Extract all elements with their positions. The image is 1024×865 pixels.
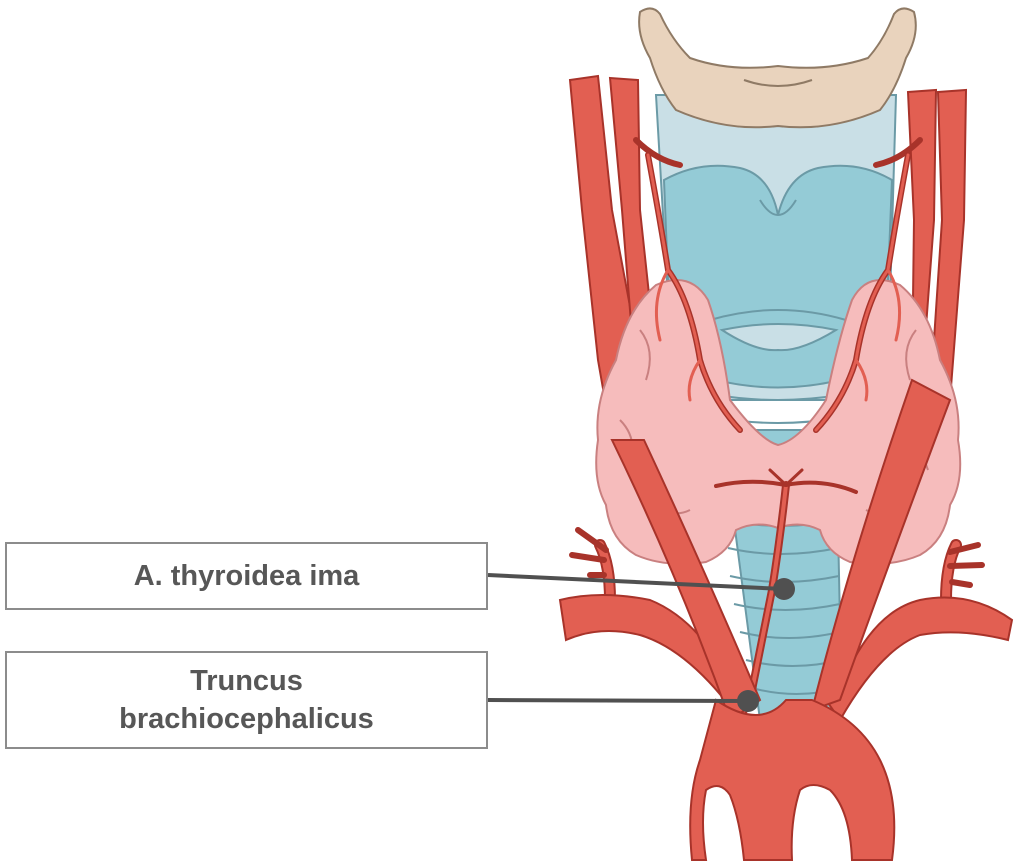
leader-lines — [487, 573, 795, 712]
label-truncus-line2: brachiocephalicus — [119, 703, 374, 735]
label-truncus-brachiocephalicus: Truncus brachiocephalicus — [5, 651, 488, 749]
leader-line-ima — [487, 573, 785, 591]
pointer-dot-ima — [773, 578, 795, 600]
larynx — [654, 94, 898, 424]
great-vessels — [558, 378, 1014, 861]
leader-line-truncus — [487, 698, 749, 703]
label-thyroidea-ima-text: A. thyroidea ima — [133, 560, 360, 592]
hyoid-bone — [638, 7, 917, 129]
label-truncus-line1: Truncus — [190, 665, 303, 697]
label-thyroidea-ima: A. thyroidea ima — [5, 542, 488, 610]
superior-thyroid-arteries — [633, 137, 923, 433]
pointer-dot-truncus — [737, 690, 759, 712]
